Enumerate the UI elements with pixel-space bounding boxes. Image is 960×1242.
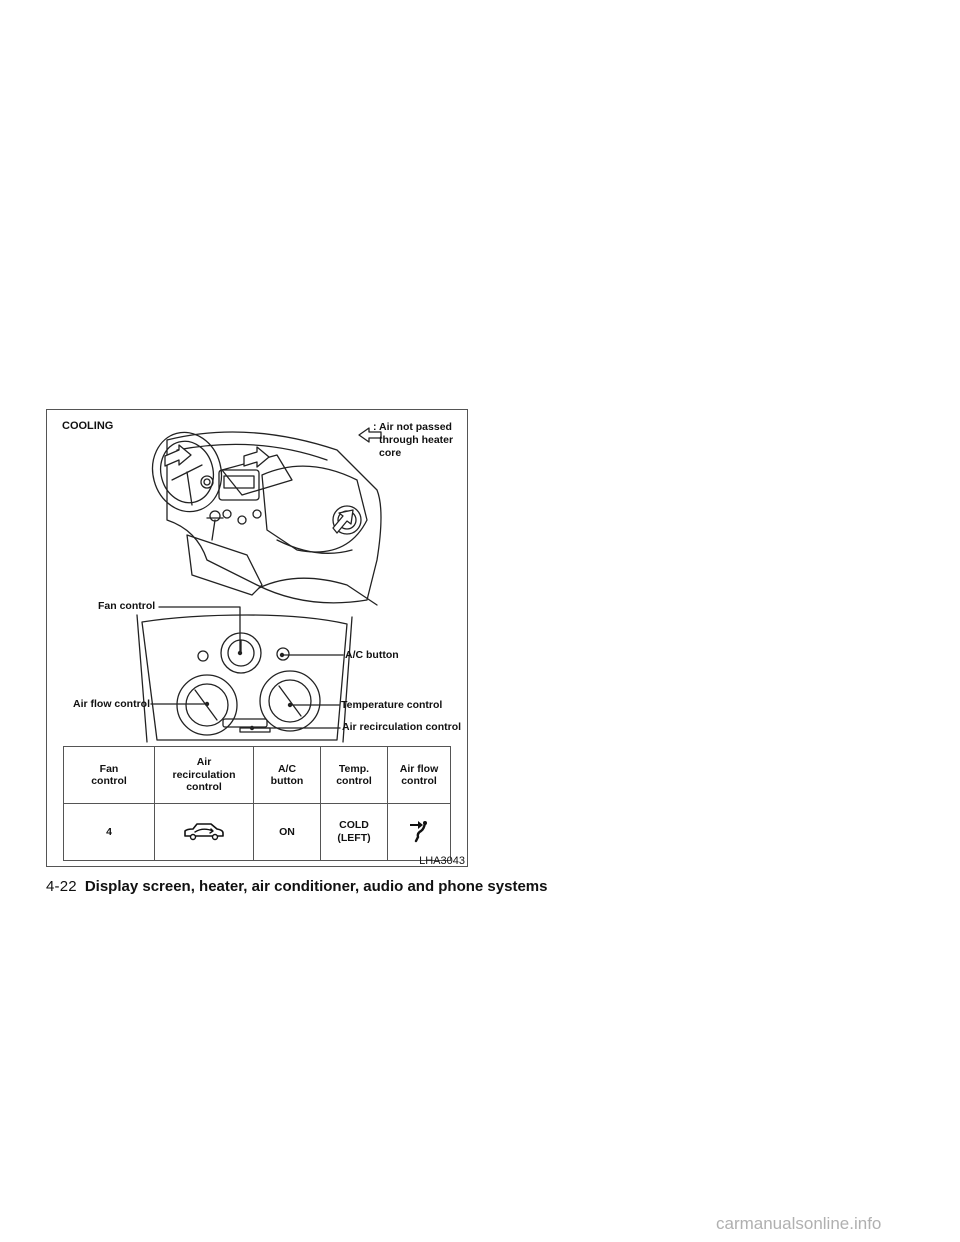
figure-reference-code: LHA3043 — [419, 855, 465, 867]
legend-text: : Air not passed through heater core — [373, 421, 453, 460]
temperature-control-label: Temperature control — [341, 699, 443, 711]
cooling-figure: COOLING : Air not passed through heater … — [46, 409, 468, 867]
cell-fan: 4 — [63, 803, 155, 861]
air-recirculation-control-label: Air recirculation control — [342, 721, 462, 733]
car-recirculation-icon — [184, 822, 224, 840]
watermark: carmanualsonline.info — [716, 1214, 882, 1233]
dashboard-illustration — [136, 427, 382, 743]
section-title: Display screen, heater, air conditioner,… — [84, 878, 548, 895]
ac-button-label: A/C button — [345, 649, 399, 661]
page-footer: 4-22 Display screen, heater, air conditio… — [46, 878, 547, 895]
air-flow-control-label: Air flow control — [73, 698, 150, 710]
cell-recirculation — [154, 803, 254, 861]
page-number: 4-22 — [46, 878, 77, 895]
fan-control-label: Fan control — [98, 600, 156, 612]
legend-line-3: core — [379, 447, 402, 459]
legend-line-1: : Air not passed — [373, 421, 452, 433]
vent-face-icon — [410, 820, 427, 842]
table-row: 4 ON COLD(LEFT) — [63, 803, 451, 861]
cell-ac: ON — [253, 803, 321, 861]
figure-title: COOLING — [62, 420, 114, 432]
cell-airflow — [387, 803, 451, 861]
legend-line-2: through heater — [379, 434, 454, 446]
cell-temp: COLD(LEFT) — [320, 803, 388, 861]
header-temp: Temp.control — [320, 746, 388, 804]
